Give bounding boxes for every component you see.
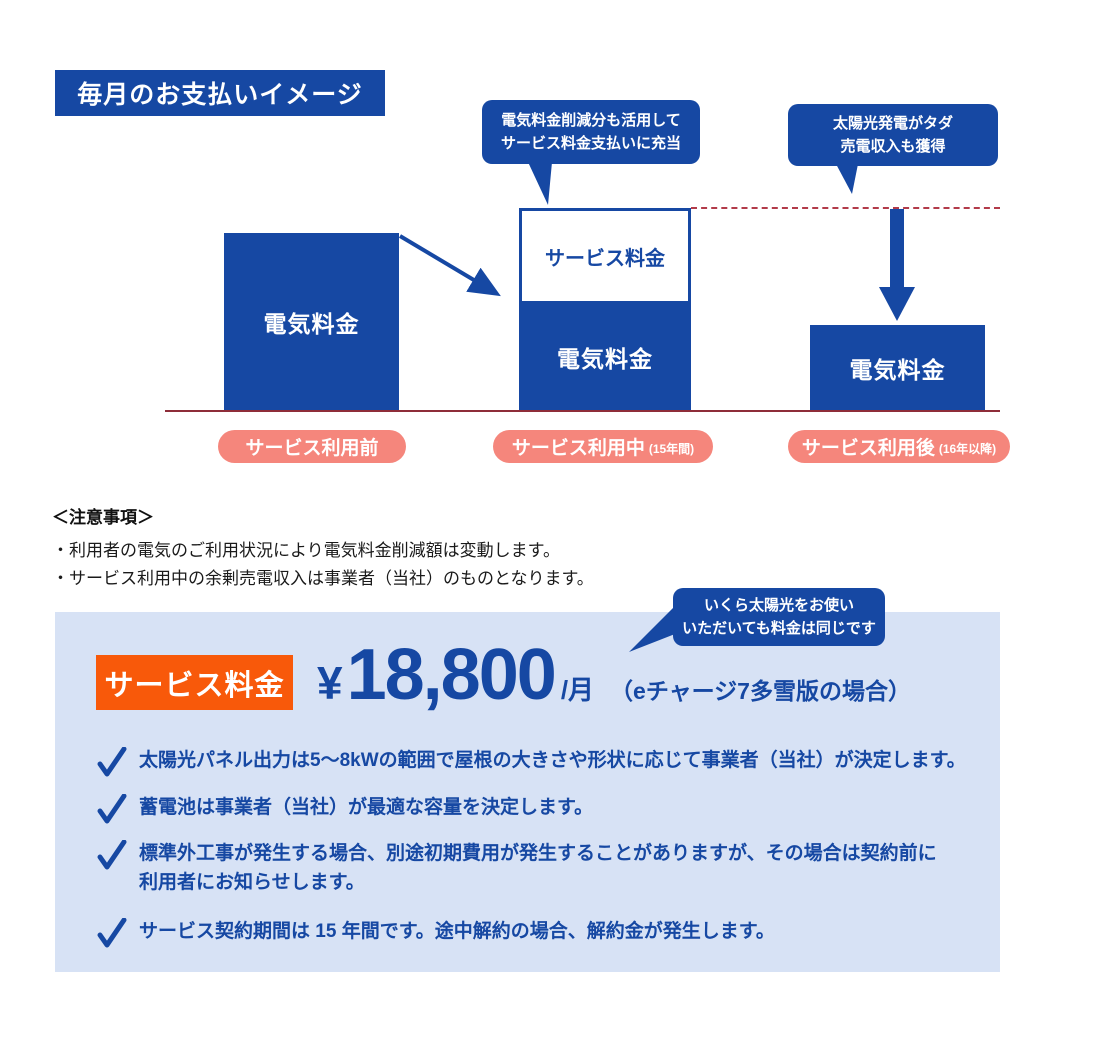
pricing-panel: いくら太陽光をお使い いただいても料金は同じです サービス料金 ¥ 18,800… xyxy=(55,588,1000,972)
note-item: ・サービス利用中の余剰売電収入は事業者（当社）のものとなります。 xyxy=(52,569,594,588)
service-fee-label: サービス料金 xyxy=(545,247,665,270)
electric-fee-segment: 電気料金 xyxy=(519,304,691,410)
callout-reduction-line2: サービス料金支払いに充当 xyxy=(500,135,681,152)
bar-after-label: 電気料金 xyxy=(849,356,946,383)
checklist-item: サービス契約期間は 15 年間です。途中解約の場合、解約金が発生します。 xyxy=(97,917,775,948)
page-title: 毎月のお支払いイメージ xyxy=(55,70,385,116)
callout-flat-rate-line2: いただいても料金は同じです xyxy=(682,620,876,637)
checklist-text: サービス契約期間は 15 年間です。途中解約の場合、解約金が発生します。 xyxy=(139,921,775,942)
price-level-dotted-line xyxy=(691,207,1000,209)
phase-badge-during: サービス利用中 (15年間) xyxy=(493,430,713,463)
phase-badge-before-label: サービス利用前 xyxy=(245,438,379,459)
checklist-text: 標準外工事が発生する場合、別途初期費用が発生することがありますが、その場合は契約… xyxy=(139,843,937,893)
price-row: ¥ 18,800 /月 （eチャージ7多雪版の場合） xyxy=(317,634,911,716)
speech-bubble-tail-icon xyxy=(528,162,552,205)
checklist-item: 蓄電池は事業者（当社）が最適な容量を決定します。 xyxy=(97,793,593,824)
phase-badge-after-note: (16年以降) xyxy=(938,441,997,456)
note-item: ・利用者の電気のご利用状況により電気料金削減額は変動します。 xyxy=(52,541,560,560)
callout-reduction: 電気料金削減分も活用して サービス料金支払いに充当 xyxy=(482,100,700,205)
phase-badge-during-note: (15年間) xyxy=(648,441,695,456)
checklist-item: 標準外工事が発生する場合、別途初期費用が発生することがありますが、その場合は契約… xyxy=(97,839,937,897)
reduction-arrow-icon xyxy=(398,234,501,297)
price-per-month: /月 xyxy=(560,675,595,705)
phase-badge-after-label: サービス利用後 xyxy=(801,438,935,459)
callout-solar: 太陽光発電がタダ 売電収入も獲得 xyxy=(788,104,998,194)
notes-heading: ＜注意事項＞ xyxy=(52,508,154,527)
phase-badge-before: サービス利用前 xyxy=(218,430,406,463)
price-amount: 18,800 xyxy=(346,635,557,715)
bar-before-service: 電気料金 xyxy=(224,233,399,410)
bar-before-label: 電気料金 xyxy=(263,310,360,337)
callout-solar-line1: 太陽光発電がタダ xyxy=(832,114,953,132)
bar-during-service: サービス料金 電気料金 xyxy=(519,208,691,410)
callout-flat-rate-line1: いくら太陽光をお使い xyxy=(703,596,854,614)
phase-badge-during-label: サービス利用中 xyxy=(511,438,645,459)
baseline xyxy=(165,410,1000,412)
check-icon xyxy=(97,747,127,777)
checklist-item: 太陽光パネル出力は5～8kWの範囲で屋根の大きさや形状に応じて事業者（当社）が決… xyxy=(97,746,966,777)
currency-symbol: ¥ xyxy=(317,657,343,709)
down-arrow-icon xyxy=(879,209,915,321)
callout-solar-line2: 売電収入も獲得 xyxy=(840,138,946,155)
phase-badge-after: サービス利用後 (16年以降) xyxy=(788,430,1010,463)
check-icon xyxy=(97,918,127,948)
bar-during-electric-label: 電気料金 xyxy=(557,346,653,372)
check-icon xyxy=(97,794,127,824)
checklist-text: 蓄電池は事業者（当社）が最適な容量を決定します。 xyxy=(139,797,594,818)
service-fee-badge: サービス料金 xyxy=(96,655,293,710)
bar-after-service: 電気料金 xyxy=(810,325,985,410)
checklist-text: 太陽光パネル出力は5～8kWの範囲で屋根の大きさや形状に応じて事業者（当社）が決… xyxy=(139,750,966,771)
callout-reduction-line1: 電気料金削減分も活用して xyxy=(501,111,681,129)
speech-bubble-tail-icon xyxy=(629,606,675,652)
price-condition: （eチャージ7多雪版の場合） xyxy=(610,678,911,704)
callout-flat-rate: いくら太陽光をお使い いただいても料金は同じです xyxy=(629,588,885,652)
check-icon xyxy=(97,840,127,870)
speech-bubble-tail-icon xyxy=(836,164,858,194)
service-fee-segment: サービス料金 xyxy=(519,208,691,304)
